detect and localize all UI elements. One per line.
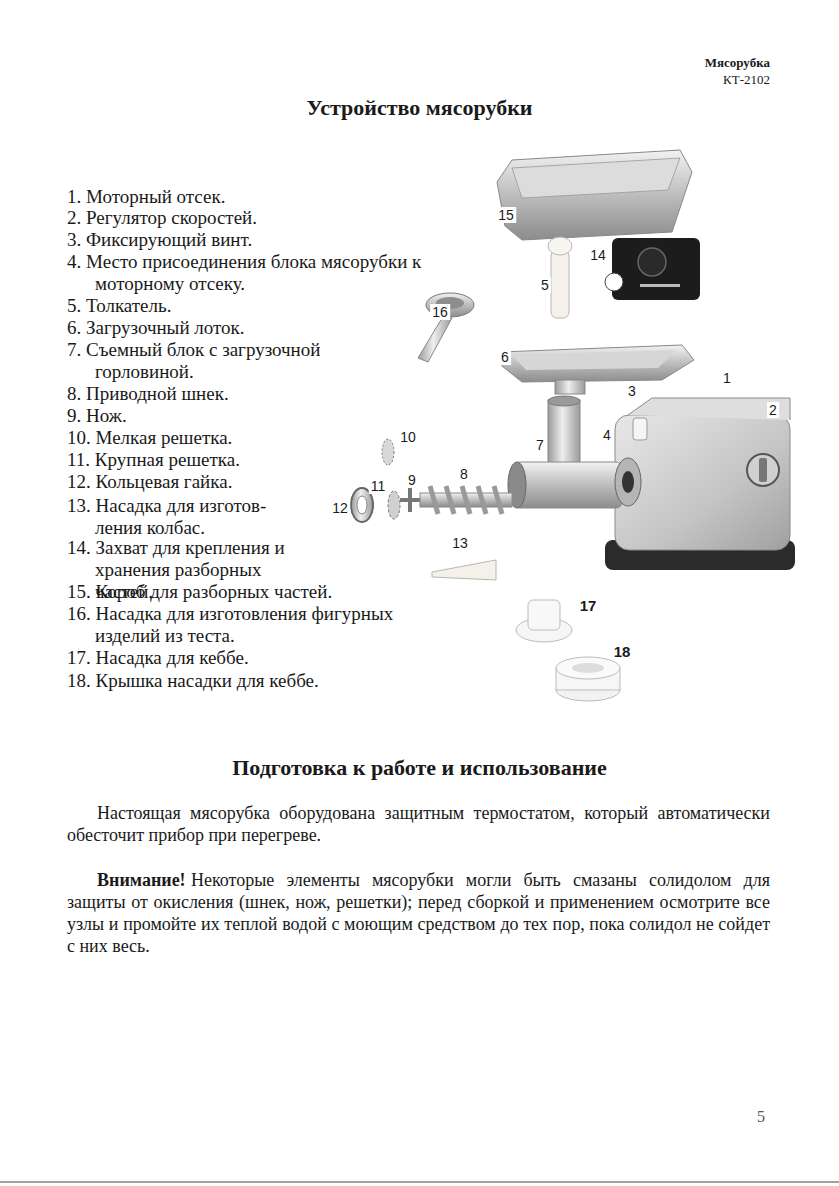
parts-list-item: 8. Приводной шнек. bbox=[67, 383, 229, 405]
parts-list-item: 1. Моторный отсек. bbox=[67, 186, 225, 208]
coarse-plate bbox=[388, 491, 400, 519]
parts-box-top bbox=[512, 158, 680, 198]
callout-number: 3 bbox=[626, 383, 638, 399]
callout-number: 8 bbox=[458, 466, 470, 482]
tray-inner bbox=[512, 350, 676, 370]
attachment-socket bbox=[615, 458, 641, 506]
callout-number: 1 bbox=[721, 370, 733, 386]
knife bbox=[400, 488, 420, 512]
page-title: Устройство мясорубки bbox=[0, 95, 839, 121]
ring-nut-hole bbox=[357, 496, 367, 514]
parts-list-item: 3. Фиксирующий винт. bbox=[67, 229, 252, 251]
pusher bbox=[551, 250, 569, 318]
parts-list-item: 13. Насадка для изготов- ления колбас. bbox=[67, 495, 291, 539]
parts-list-item: 18. Крышка насадки для кеббе. bbox=[67, 670, 319, 692]
auger-flights bbox=[430, 486, 502, 514]
sausage-nozzle bbox=[432, 560, 496, 580]
callout-number: 6 bbox=[499, 349, 511, 365]
speed-knob bbox=[747, 454, 779, 486]
callout-number: 10 bbox=[398, 429, 418, 445]
holder-dial bbox=[638, 248, 666, 276]
callout-number: 7 bbox=[534, 437, 546, 453]
pusher-cap bbox=[548, 237, 572, 255]
callout-number: 16 bbox=[430, 304, 450, 320]
socket-hole bbox=[622, 471, 634, 493]
parts-box bbox=[497, 150, 692, 240]
callout-number: 2 bbox=[767, 402, 779, 418]
knob-grip bbox=[759, 458, 767, 482]
parts-list-item: 11. Крупная решетка. bbox=[67, 449, 240, 471]
callout-number: 11 bbox=[369, 478, 388, 494]
motor-top bbox=[628, 398, 790, 420]
parts-list-item: 2. Регулятор скоростей. bbox=[67, 207, 257, 229]
feed-tube-top bbox=[548, 396, 580, 406]
callout-number: 12 bbox=[330, 500, 350, 516]
running-header: Мясорубка bbox=[705, 55, 770, 71]
cookie-rod bbox=[418, 318, 452, 362]
model-number: КТ-2102 bbox=[723, 72, 770, 88]
holder-slot bbox=[640, 284, 680, 287]
callout-number: 17 bbox=[578, 598, 599, 614]
parts-list-item: 9. Нож. bbox=[67, 405, 127, 427]
parts-list-item: 4. Место присоединения блока мясорубки к… bbox=[67, 251, 445, 295]
parts-list-item: 15. Короб для разборных частей. bbox=[67, 581, 332, 603]
callout-number: 18 bbox=[612, 644, 633, 660]
parts-holder bbox=[612, 238, 700, 300]
motor-housing bbox=[615, 415, 790, 550]
kebbe-cap-top bbox=[556, 657, 620, 679]
callout-number: 15 bbox=[496, 207, 516, 223]
grinder-head bbox=[514, 462, 622, 508]
holder-hole bbox=[605, 273, 623, 291]
section-heading: Подготовка к работе и использование bbox=[0, 755, 839, 781]
parts-list-item: 12. Кольцевая гайка. bbox=[67, 471, 232, 493]
feed-tube bbox=[548, 400, 580, 470]
callout-number: 4 bbox=[601, 427, 613, 443]
parts-list-item: 5. Толкатель. bbox=[67, 295, 171, 317]
feed-tray bbox=[500, 345, 694, 382]
callout-number: 9 bbox=[406, 472, 418, 488]
parts-list-item: 6. Загрузочный лоток. bbox=[67, 317, 245, 339]
callout-number: 5 bbox=[539, 277, 551, 293]
warning-paragraph: Внимание!Некоторые элементы мясорубки мо… bbox=[67, 869, 770, 957]
parts-list-item: 10. Мелкая решетка. bbox=[67, 427, 232, 449]
kebbe-attachment bbox=[528, 600, 560, 630]
fine-plate bbox=[382, 439, 394, 465]
warning-label: Внимание! bbox=[97, 870, 186, 890]
callout-number: 14 bbox=[588, 247, 608, 263]
kebbe-cap-hole bbox=[572, 663, 604, 673]
parts-list-item: 16. Насадка для изготовления фигурных из… bbox=[67, 603, 423, 647]
callout-number: 13 bbox=[450, 535, 470, 551]
parts-list-item: 7. Съемный блок с загрузочной горловиной… bbox=[67, 339, 359, 383]
fixing-screw bbox=[633, 418, 647, 440]
parts-list-item: 17. Насадка для кеббе. bbox=[67, 647, 249, 669]
tray-neck bbox=[555, 380, 585, 394]
page-number: 5 bbox=[757, 1108, 765, 1126]
page-rule bbox=[0, 1182, 839, 1183]
body-paragraph: Настоящая мясорубка оборудована защитным… bbox=[67, 802, 770, 846]
